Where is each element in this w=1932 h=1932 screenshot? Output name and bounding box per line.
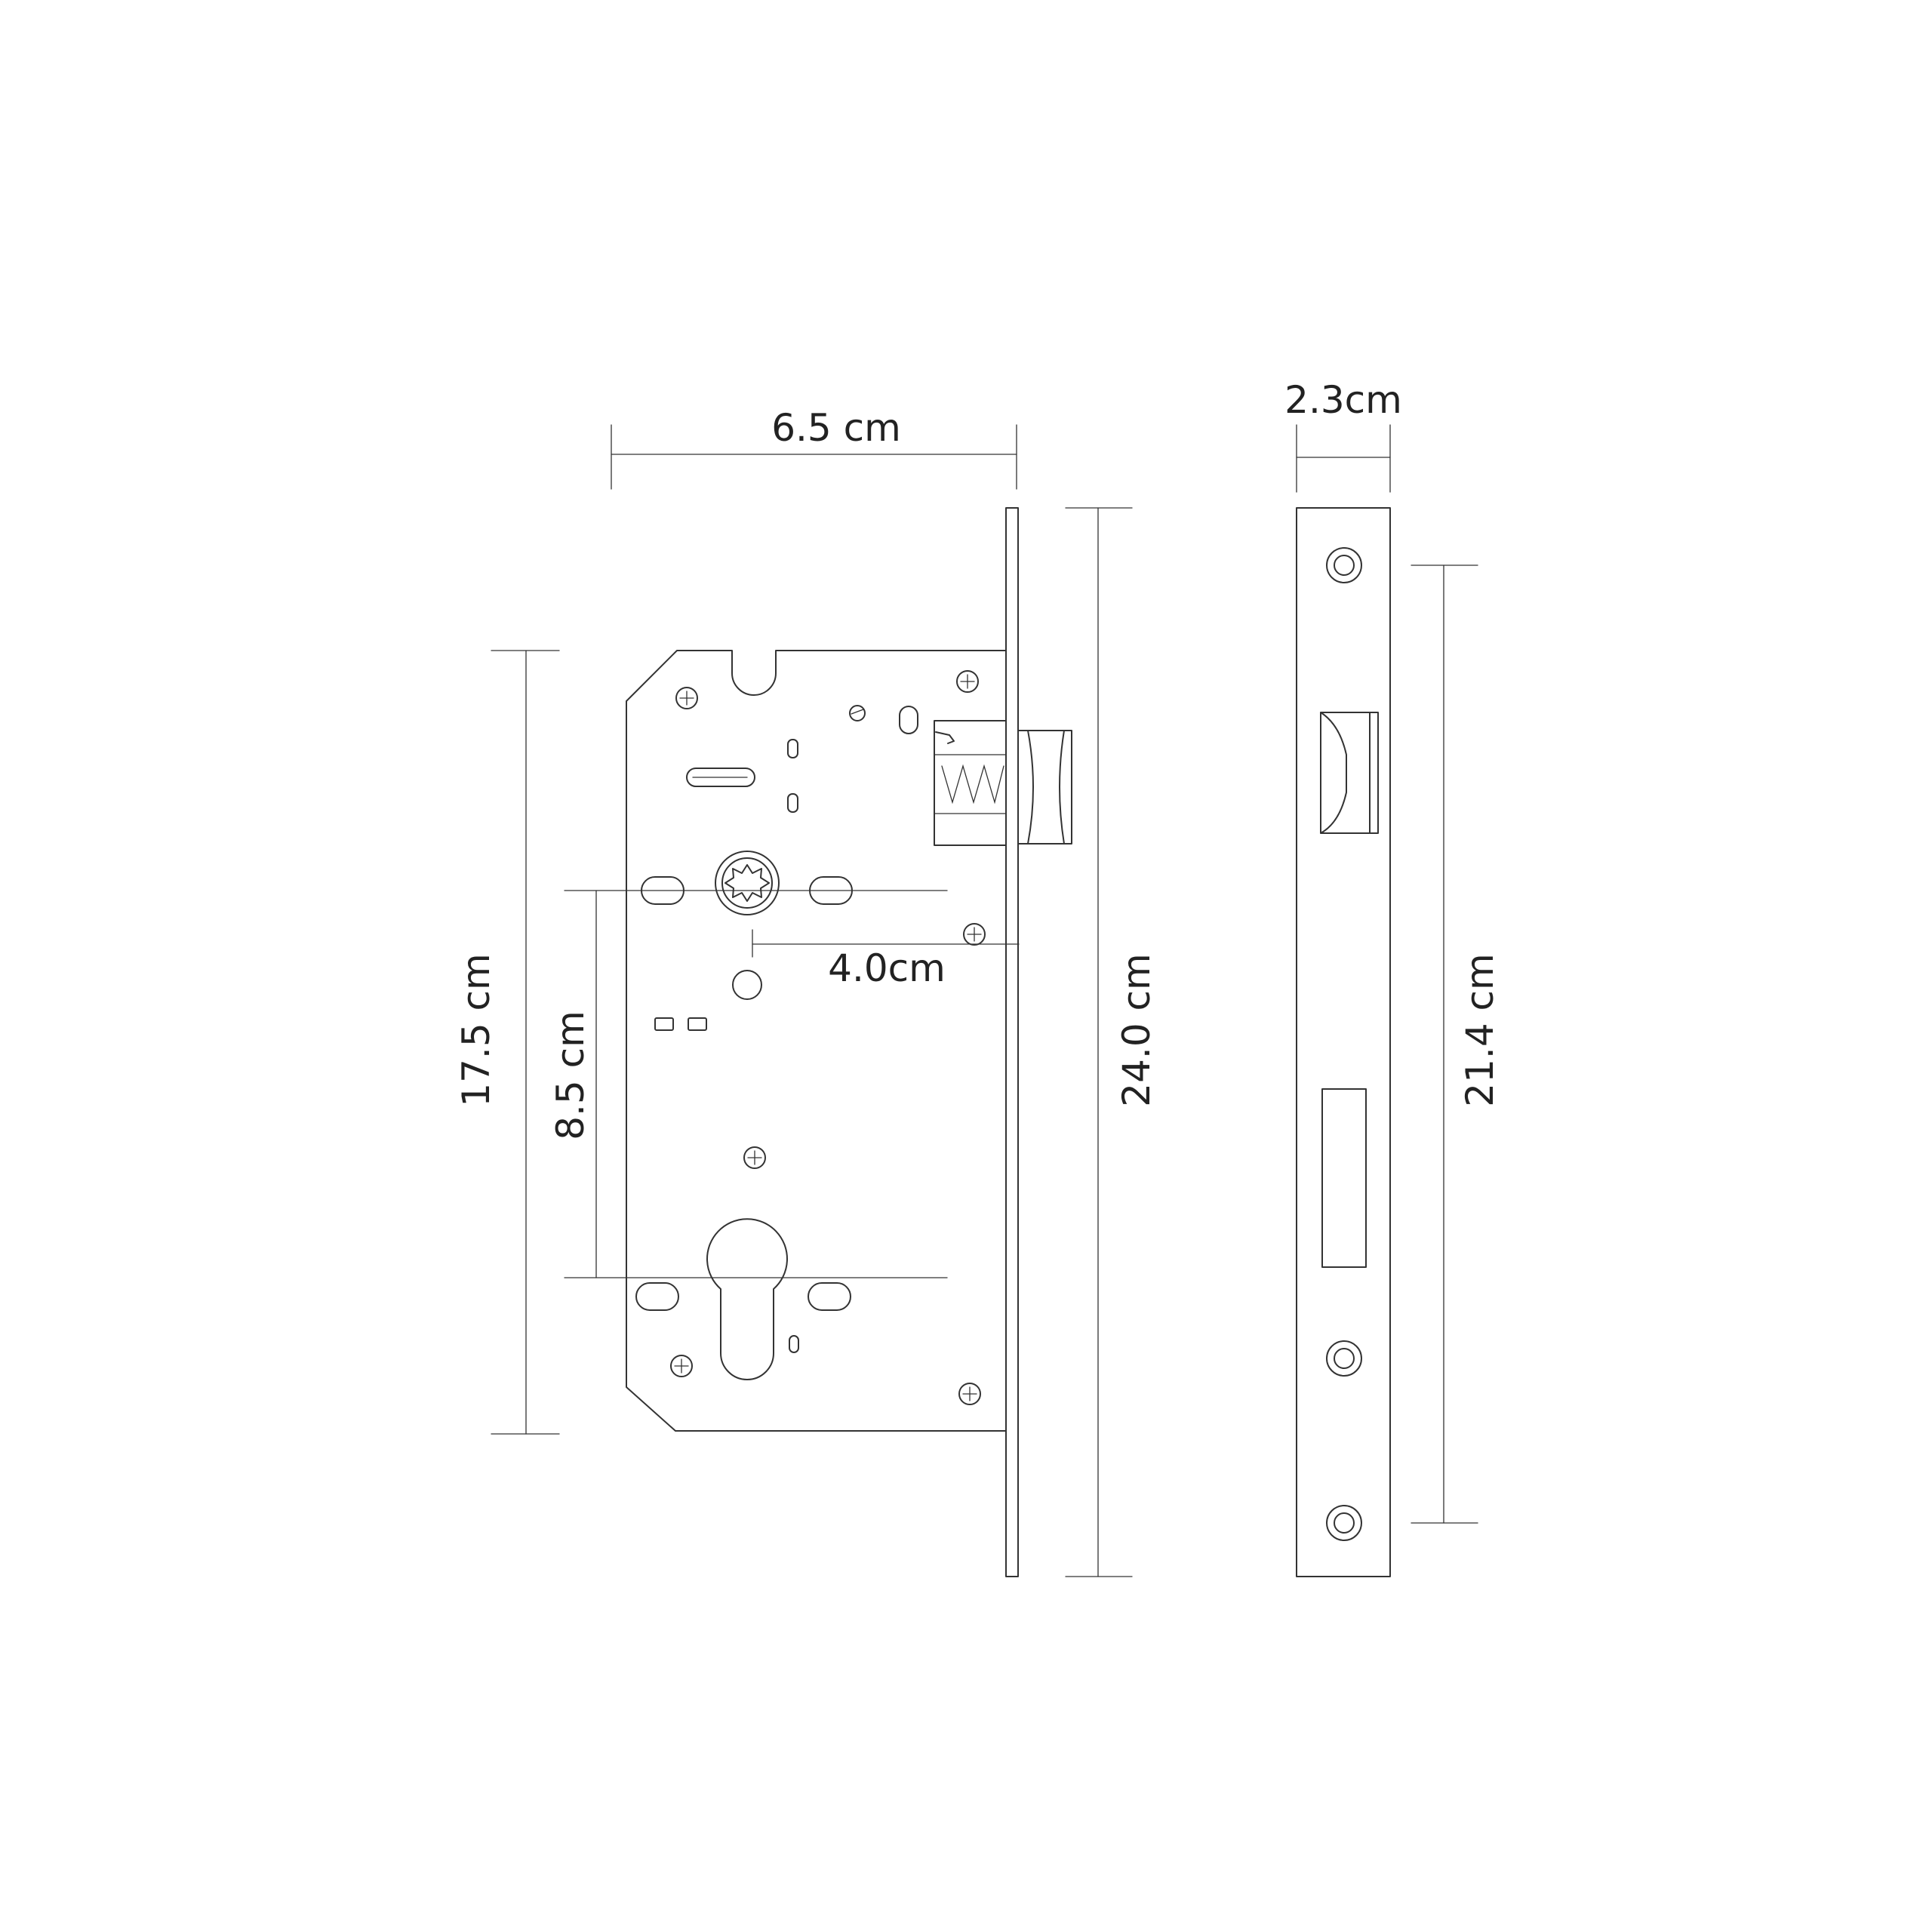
small-rect: [654, 1017, 674, 1031]
small-slot: [899, 706, 918, 734]
faceplate-front: [1005, 507, 1019, 1577]
oval-slot: [809, 876, 853, 905]
phillips-screw-icon: [743, 1146, 766, 1169]
dimension-body-height: [491, 650, 560, 1435]
small-hole: [849, 705, 866, 721]
spring-icon: [941, 764, 1004, 804]
faceplate-side-view: [1296, 507, 1391, 1577]
latch-bolt: [1017, 730, 1072, 844]
rect-opening: [1321, 1088, 1367, 1268]
screw-hole-icon: [1326, 547, 1362, 583]
phillips-screw-icon: [956, 670, 979, 693]
screw-hole-icon: [1326, 1505, 1362, 1541]
small-slot: [787, 739, 798, 758]
dimension-width-6-5: [611, 424, 1017, 490]
oval-slot: [808, 1282, 851, 1311]
label-body-width: 6.5 cm: [771, 406, 901, 450]
dimension-center-distance: [564, 890, 948, 1278]
faceplate-outline: [1296, 507, 1391, 1577]
label-screw-spacing: 21.4 cm: [1458, 953, 1502, 1106]
oval-slot: [641, 876, 685, 905]
small-slot: [787, 793, 798, 813]
dimension-screw-spacing: [1411, 565, 1478, 1524]
oval-slot: [635, 1282, 679, 1311]
small-rect: [688, 1017, 707, 1031]
lock-body-outline: [626, 650, 1007, 1432]
lock-body: [626, 507, 1072, 1577]
star-spindle-icon: [715, 851, 780, 915]
small-slot: [789, 1335, 799, 1353]
dimension-faceplate-length: [1065, 507, 1133, 1577]
phillips-screw-icon: [670, 1355, 693, 1377]
label-backset: 4.0cm: [828, 946, 946, 990]
dimension-faceplate-thickness: [1296, 424, 1391, 493]
phillips-screw-icon: [675, 687, 698, 709]
guide-slot: [686, 768, 755, 787]
screw-hole-icon: [1326, 1340, 1362, 1377]
phillips-screw-icon: [963, 923, 986, 946]
label-center-distance: 8.5 cm: [549, 1011, 592, 1140]
label-body-height: 17.5 cm: [454, 953, 498, 1106]
phillips-screw-icon: [958, 1383, 981, 1405]
label-faceplate-thickness: 2.3cm: [1284, 378, 1402, 422]
latch-opening: [1320, 712, 1379, 834]
round-hole: [732, 970, 762, 1000]
label-faceplate-length: 24.0 cm: [1115, 953, 1158, 1106]
euro-cylinder-hole-icon: [706, 1218, 788, 1380]
latch-mechanism: [934, 720, 1007, 846]
